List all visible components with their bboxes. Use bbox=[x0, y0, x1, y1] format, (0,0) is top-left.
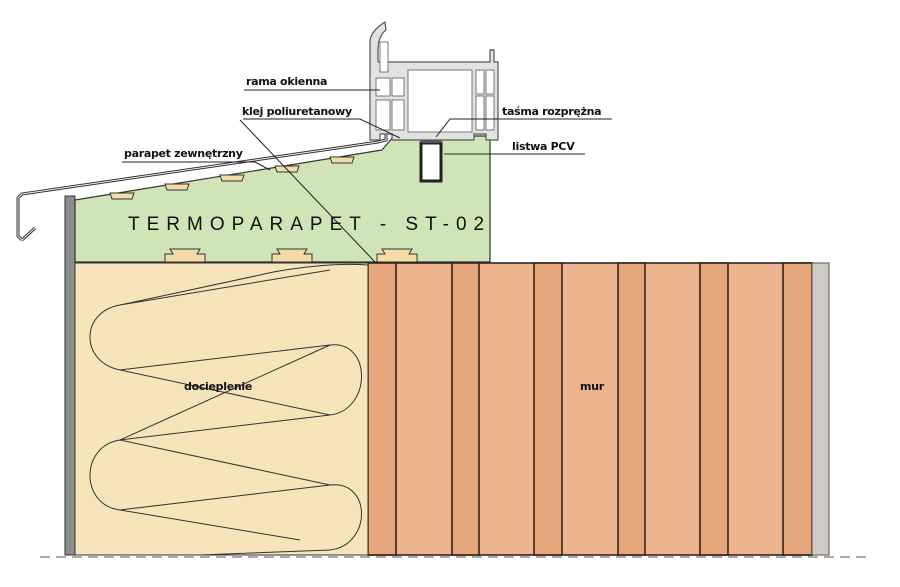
termoparapet-body bbox=[74, 135, 491, 263]
label-adhesive: klej poliuretanowy bbox=[242, 105, 352, 118]
label-pvc-strip: listwa PCV bbox=[512, 140, 575, 153]
leader-lines bbox=[122, 89, 612, 263]
label-outer-sill: parapet zewnętrzny bbox=[124, 147, 243, 160]
label-wall: mur bbox=[580, 380, 604, 393]
label-window-frame: rama okienna bbox=[246, 75, 328, 88]
label-insulation: docieplenie bbox=[184, 380, 253, 393]
insulation-layer bbox=[64, 195, 369, 556]
masonry-wall bbox=[367, 262, 830, 556]
label-expansion-tape: taśma rozprężna bbox=[502, 105, 602, 118]
product-title: TERMOPARAPET - ST-02 bbox=[128, 214, 492, 235]
pvc-strip bbox=[419, 141, 443, 183]
window-frame bbox=[369, 21, 499, 141]
